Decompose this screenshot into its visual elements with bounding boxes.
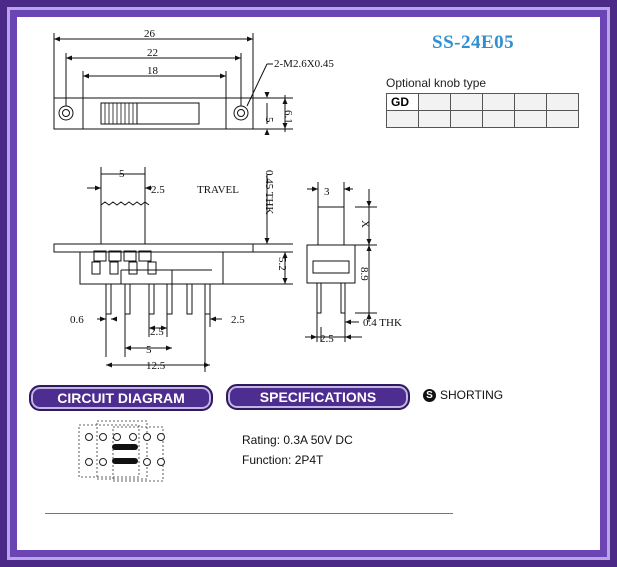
- knob-cell: [418, 110, 451, 128]
- divider: [45, 513, 453, 514]
- circuit-diagram-heading: CIRCUIT DIAGRAM: [29, 385, 213, 411]
- side-knob-width: 5: [119, 168, 125, 180]
- knob-cell: [514, 110, 547, 128]
- travel-value: 2.5: [151, 184, 165, 196]
- top-view-knob: [100, 102, 138, 125]
- shorting-label: SHORTING: [440, 388, 504, 402]
- knob-cell: [546, 110, 579, 128]
- dim-body: 18: [147, 65, 159, 77]
- side-body-height: 5.2: [276, 257, 288, 271]
- pitch-small-right: 2.5: [231, 314, 245, 326]
- knob-cell: [482, 110, 515, 128]
- pin-width: 0.6: [70, 314, 84, 326]
- dim-overall-height: 6.1: [282, 110, 294, 124]
- specifications-heading: SPECIFICATIONS: [226, 384, 410, 410]
- end-pin-pitch: 2.5: [320, 333, 334, 345]
- knob-cell: [514, 93, 547, 111]
- pin-thickness: 0.4 THK: [363, 317, 402, 329]
- knob-type-table: GD: [386, 93, 579, 128]
- shorting-icon: S: [423, 389, 436, 402]
- thickness-label: 0.45 THK: [263, 170, 275, 214]
- dim-total: 26: [144, 28, 156, 40]
- travel-label: TRAVEL: [197, 184, 239, 196]
- end-knob-width: 3: [324, 186, 330, 198]
- spec-function: Function: 2P4T: [242, 453, 324, 467]
- model-number: SS-24E05: [432, 32, 515, 53]
- end-body-height: 8.9: [358, 267, 370, 281]
- pitch-total: 12.5: [146, 360, 166, 372]
- pitch-mid: 5: [146, 344, 152, 356]
- knob-header-cell: GD: [386, 93, 419, 111]
- knob-cell: [418, 93, 451, 111]
- knob-cell: [482, 93, 515, 111]
- knob-cell: [546, 93, 579, 111]
- dim-holes: 22: [147, 47, 158, 59]
- mechanical-drawing: 26 22 18 2-M2.6X0.45 5 6.1 5 2.5 TRAVEL …: [53, 28, 402, 482]
- knob-cell: [450, 110, 483, 128]
- dim-height: 5: [263, 117, 275, 123]
- pitch-small-left: 2.5: [150, 326, 164, 338]
- datasheet: 26 22 18 2-M2.6X0.45 5 6.1 5 2.5 TRAVEL …: [17, 17, 600, 550]
- spec-rating: Rating: 0.3A 50V DC: [242, 433, 353, 447]
- hole-spec: 2-M2.6X0.45: [274, 58, 334, 70]
- knob-table-label: Optional knob type: [386, 76, 487, 90]
- knob-cell: [386, 110, 419, 128]
- knob-cell: [450, 93, 483, 111]
- end-knob-height: X: [359, 220, 371, 228]
